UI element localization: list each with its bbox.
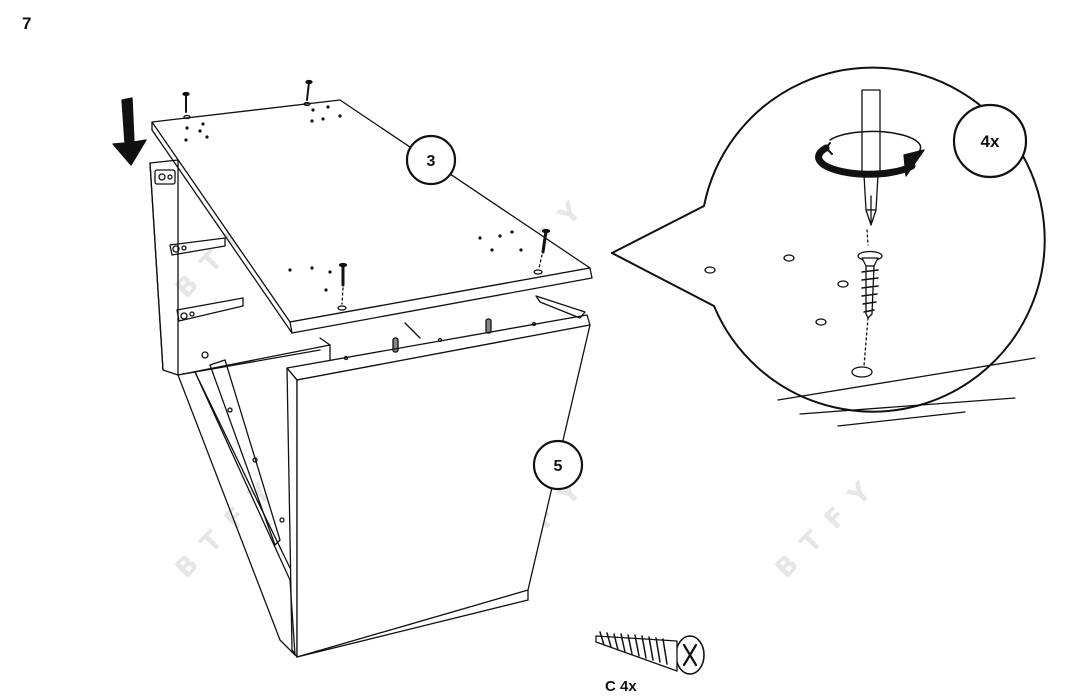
screw-icon	[857, 250, 883, 319]
drawer-runner	[169, 237, 226, 256]
screw	[305, 79, 313, 101]
top-panel	[151, 99, 593, 334]
screwdriver-icon	[861, 89, 881, 246]
callout-circle-front-panel	[532, 439, 584, 491]
callout-label-front-panel: 5	[554, 458, 563, 475]
front-panel	[286, 314, 591, 658]
dowel	[485, 318, 492, 334]
screw	[538, 228, 551, 269]
rotate-arrow-icon	[815, 130, 925, 178]
screw	[338, 262, 348, 305]
hardware-caption: C 4x	[605, 678, 637, 695]
hinge-bracket	[154, 169, 176, 185]
back-panel-edge	[535, 295, 586, 319]
quantity-circle	[952, 103, 1028, 179]
quantity-label: 4x	[981, 132, 1000, 151]
callout-circle-top-panel	[405, 134, 457, 186]
drawer-runner	[176, 297, 244, 322]
screw	[182, 91, 190, 113]
bottom-left-rail	[177, 371, 296, 656]
down-arrow-icon	[112, 97, 147, 166]
step-number: 7	[22, 14, 32, 33]
left-side-panel	[149, 159, 179, 376]
callout-label-top-panel: 3	[427, 153, 436, 170]
dowel	[392, 337, 399, 353]
cabinet-carcass	[149, 159, 586, 656]
hardware-screw-c	[595, 631, 705, 675]
detail-zoom-bubble	[611, 66, 1046, 427]
